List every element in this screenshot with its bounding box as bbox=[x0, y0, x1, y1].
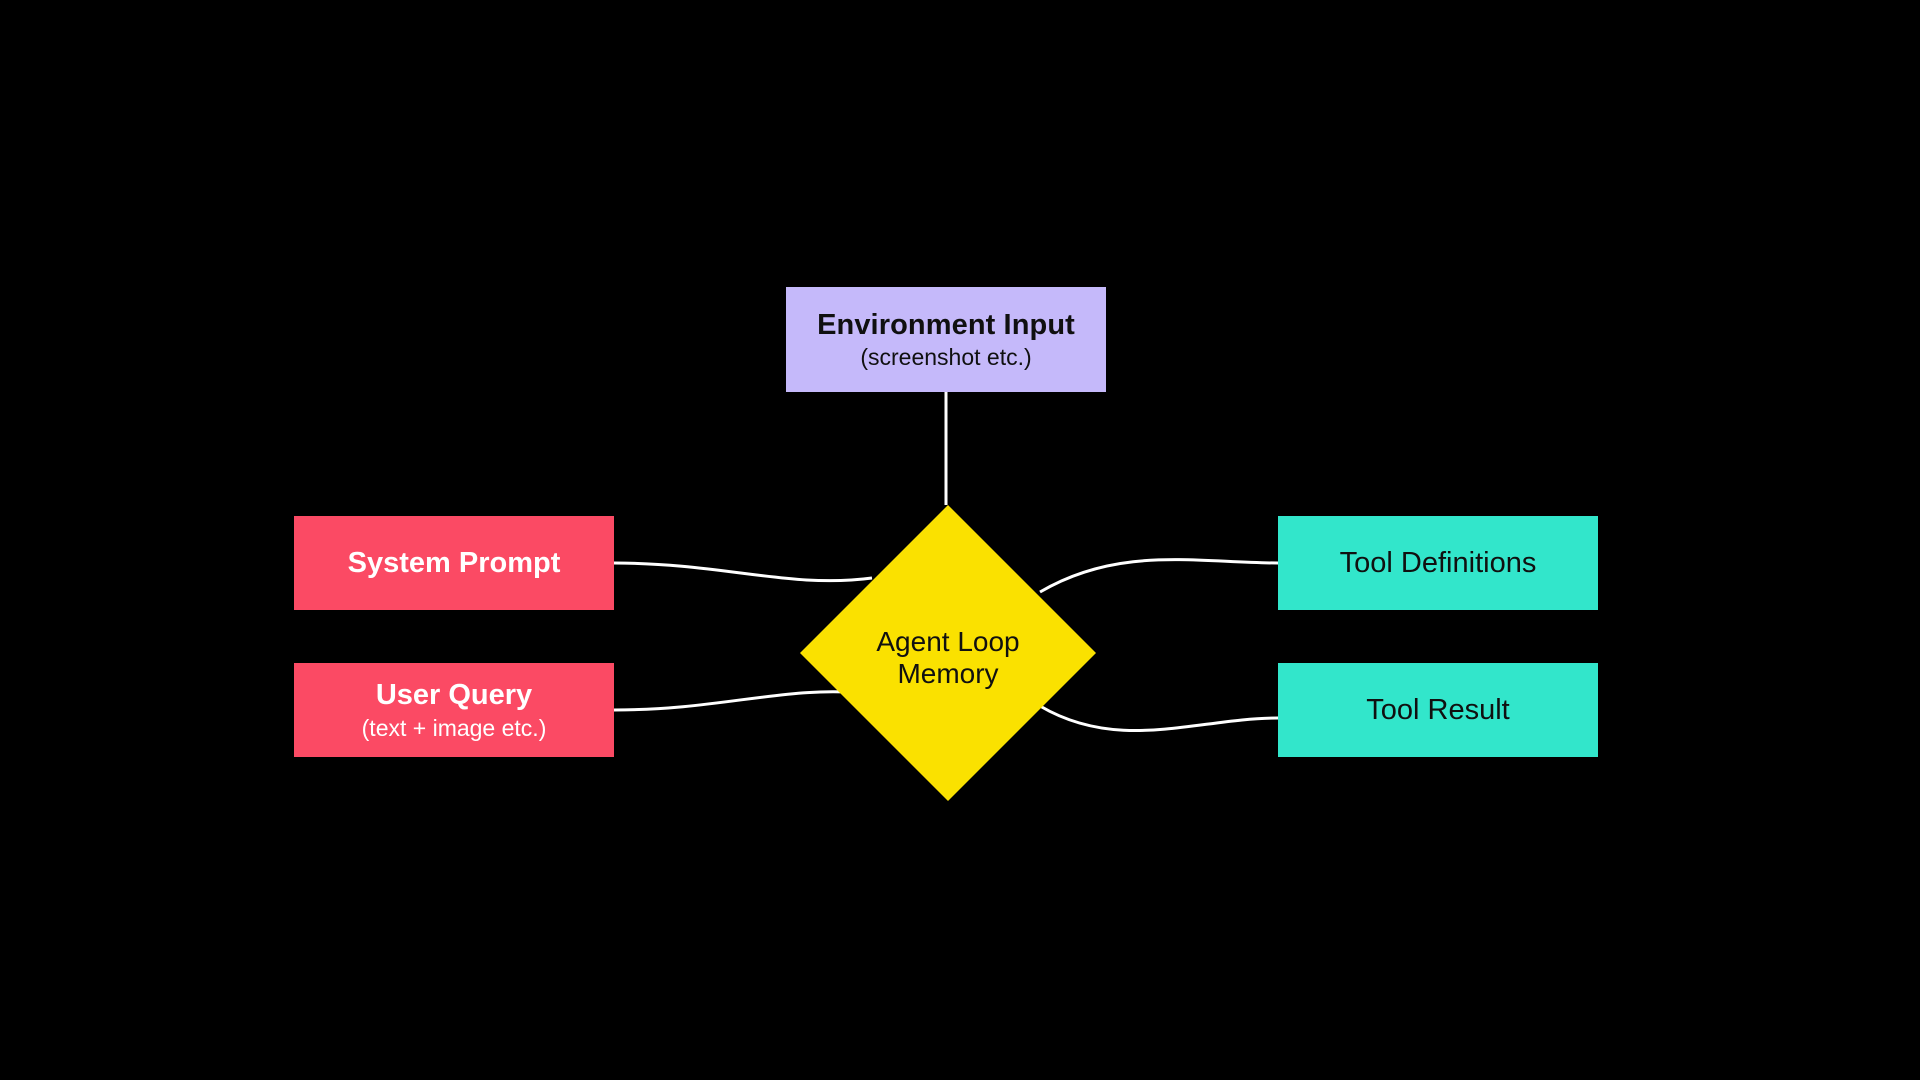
node-user-query-subtitle: (text + image etc.) bbox=[361, 714, 547, 741]
node-environment-input-title: Environment Input bbox=[817, 308, 1075, 341]
node-environment-input-subtitle: (screenshot etc.) bbox=[860, 344, 1032, 371]
node-agent-loop-memory-label: Agent Loop Memory bbox=[800, 505, 1096, 801]
node-tool-result-title: Tool Result bbox=[1366, 693, 1510, 726]
edge-system-prompt-to-memory bbox=[613, 561, 873, 583]
edge-memory-to-tool-definitions bbox=[1039, 558, 1279, 594]
node-user-query-title: User Query bbox=[375, 679, 533, 712]
node-tool-result[interactable]: Tool Result bbox=[1278, 663, 1598, 757]
node-agent-loop-memory-subtitle: Memory bbox=[897, 658, 999, 689]
node-user-query[interactable]: User Query (text + image etc.) bbox=[294, 663, 614, 757]
node-agent-loop-memory-title: Agent Loop bbox=[876, 626, 1020, 658]
node-tool-definitions[interactable]: Tool Definitions bbox=[1278, 516, 1598, 610]
edge-memory-to-tool-result bbox=[1039, 704, 1279, 733]
node-tool-definitions-title: Tool Definitions bbox=[1339, 546, 1537, 579]
node-system-prompt-title: System Prompt bbox=[347, 546, 561, 579]
node-agent-loop-memory[interactable]: Agent Loop Memory bbox=[800, 505, 1096, 801]
node-system-prompt[interactable]: System Prompt bbox=[294, 516, 614, 610]
node-environment-input[interactable]: Environment Input (screenshot etc.) bbox=[786, 287, 1106, 392]
